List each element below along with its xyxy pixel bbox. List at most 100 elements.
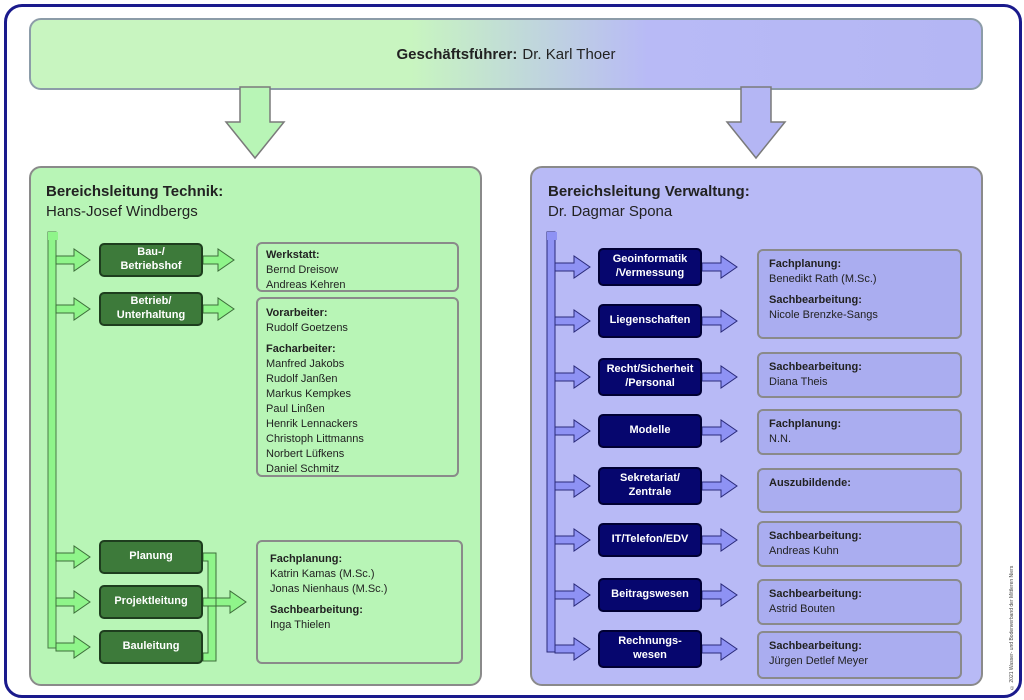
werkstatt-person: Bernd Dreisow [266, 264, 339, 276]
dept-bau-betriebshof[interactable]: Bau-/ Betriebshof [99, 243, 203, 277]
spine-cap [547, 232, 557, 240]
branch-arrow-icon [55, 590, 91, 614]
verwaltung-staff-box: Sachbearbeitung: Diana Theis [757, 352, 962, 398]
facharbeiter-person: Rudolf Janßen [266, 373, 338, 385]
werkstatt-heading: Werkstatt: [266, 249, 320, 261]
verwaltung-head: Dr. Dagmar Spona [548, 203, 673, 220]
staff-heading: Fachplanung: [769, 418, 842, 430]
verwaltung-title: Bereichsleitung Verwaltung: [548, 183, 750, 200]
branch-arrow-icon [55, 297, 91, 321]
dept-label: Bau-/ Betriebshof [120, 246, 182, 272]
planung-box: Fachplanung: Katrin Kamas (M.Sc.) Jonas … [256, 540, 463, 664]
facharbeiter-person: Paul Linßen [266, 403, 325, 415]
copyright-note: © 2021 Wasser- und Bodenverband der Mitt… [1009, 565, 1015, 690]
branch-arrow-icon [55, 248, 91, 272]
facharbeiter-person: Norbert Lüfkens [266, 448, 345, 460]
facharbeiter-person: Daniel Schmitz [266, 463, 340, 475]
branch-arrow-icon [554, 309, 591, 333]
branch-arrow-icon [202, 248, 235, 272]
dept-label: Planung [129, 550, 173, 563]
staff-person: Nicole Brenzke-Sangs [769, 309, 878, 321]
staff-heading: Sachbearbeitung: [769, 588, 862, 600]
dept-projektleitung[interactable]: Projektleitung [99, 585, 203, 619]
branch-arrow-icon [55, 545, 91, 569]
dept-betrieb-unterhaltung[interactable]: Betrieb/ Unterhaltung [99, 292, 203, 326]
branch-arrow-icon [215, 590, 247, 614]
verwaltung-spine [546, 231, 556, 653]
branch-arrow-icon [701, 474, 738, 498]
dept-it-telefon[interactable]: IT/Telefon/EDV [598, 523, 702, 557]
dept-planung[interactable]: Planung [99, 540, 203, 574]
branch-arrow-icon [554, 365, 591, 389]
dept-label: Betrieb/ Unterhaltung [116, 295, 186, 321]
sachbearbeitung-person: Inga Thielen [270, 619, 331, 631]
staff-heading: Auszubildende: [769, 477, 851, 489]
dept-label: Projektleitung [114, 595, 188, 608]
dept-label: Geoinformatik /Vermessung [612, 253, 688, 279]
branch-arrow-icon [554, 419, 591, 443]
bracket-connector [202, 597, 217, 607]
sachbearbeitung-heading: Sachbearbeitung: [270, 604, 363, 616]
verwaltung-staff-box: Sachbearbeitung: Andreas Kuhn [757, 521, 962, 567]
branch-arrow-icon [554, 474, 591, 498]
facharbeiter-person: Christoph Littmanns [266, 433, 364, 445]
staff-person: Jürgen Detlef Meyer [769, 655, 869, 667]
facharbeiter-heading: Facharbeiter: [266, 343, 336, 355]
staff-person: Benedikt Rath (M.Sc.) [769, 273, 877, 285]
dept-label: Sekretariat/ Zentrale [620, 472, 680, 498]
technik-title: Bereichsleitung Technik: [46, 183, 224, 200]
dept-recht-sicherheit[interactable]: Recht/Sicherheit /Personal [598, 358, 702, 396]
down-arrow-verwaltung-icon [725, 86, 787, 160]
werkstatt-box: Werkstatt: Bernd Dreisow Andreas Kehren [256, 242, 459, 292]
staff-person: Andreas Kuhn [769, 545, 839, 557]
dept-label: IT/Telefon/EDV [611, 533, 689, 546]
branch-arrow-icon [202, 297, 235, 321]
betrieb-box: Vorarbeiter: Rudolf Goetzens Facharbeite… [256, 297, 459, 477]
dept-label: Bauleitung [122, 640, 180, 653]
dept-label: Beitragswesen [611, 588, 689, 601]
down-arrow-technik-icon [224, 86, 286, 160]
dept-label: Modelle [629, 424, 671, 437]
werkstatt-person: Andreas Kehren [266, 279, 346, 291]
dept-label: Recht/Sicherheit /Personal [606, 363, 694, 389]
verwaltung-staff-box: Sachbearbeitung: Astrid Bouten [757, 579, 962, 625]
dept-modelle[interactable]: Modelle [598, 414, 702, 448]
fachplanung-person: Jonas Nienhaus (M.Sc.) [270, 583, 388, 595]
ceo-role: Geschäftsführer: [396, 45, 518, 63]
verwaltung-staff-box: Fachplanung: N.N. [757, 409, 962, 455]
bracket-connector [202, 552, 217, 662]
dept-sekretariat[interactable]: Sekretariat/ Zentrale [598, 467, 702, 505]
fachplanung-heading: Fachplanung: [270, 553, 343, 565]
branch-arrow-icon [554, 528, 591, 552]
dept-beitragswesen[interactable]: Beitragswesen [598, 578, 702, 612]
staff-heading: Sachbearbeitung: [769, 530, 862, 542]
staff-person: N.N. [769, 433, 791, 445]
facharbeiter-person: Markus Kempkes [266, 388, 351, 400]
technik-spine [47, 231, 57, 649]
fachplanung-person: Katrin Kamas (M.Sc.) [270, 568, 375, 580]
branch-arrow-icon [554, 637, 591, 661]
verwaltung-staff-box: Auszubildende: [757, 468, 962, 513]
ceo-name: Dr. Karl Thoer [522, 45, 616, 63]
vorarbeiter-heading: Vorarbeiter: [266, 307, 328, 319]
staff-heading: Sachbearbeitung: [769, 361, 862, 373]
verwaltung-staff-box: Fachplanung:Benedikt Rath (M.Sc.)Sachbea… [757, 249, 962, 339]
staff-person: Diana Theis [769, 376, 828, 388]
staff-person: Astrid Bouten [769, 603, 836, 615]
vorarbeiter-person: Rudolf Goetzens [266, 322, 348, 334]
dept-geoinformatik[interactable]: Geoinformatik /Vermessung [598, 248, 702, 286]
spine-cap [48, 232, 58, 240]
dept-liegenschaften[interactable]: Liegenschaften [598, 304, 702, 338]
staff-heading: Sachbearbeitung: [769, 640, 862, 652]
dept-bauleitung[interactable]: Bauleitung [99, 630, 203, 664]
dept-rechnungswesen[interactable]: Rechnungs- wesen [598, 630, 702, 668]
staff-heading: Fachplanung: [769, 258, 842, 270]
ceo-box: Geschäftsführer: Dr. Karl Thoer [29, 18, 983, 90]
branch-arrow-icon [701, 637, 738, 661]
branch-arrow-icon [701, 419, 738, 443]
branch-arrow-icon [554, 255, 591, 279]
dept-label: Liegenschaften [609, 314, 691, 327]
branch-arrow-icon [55, 635, 91, 659]
facharbeiter-person: Manfred Jakobs [266, 358, 345, 370]
